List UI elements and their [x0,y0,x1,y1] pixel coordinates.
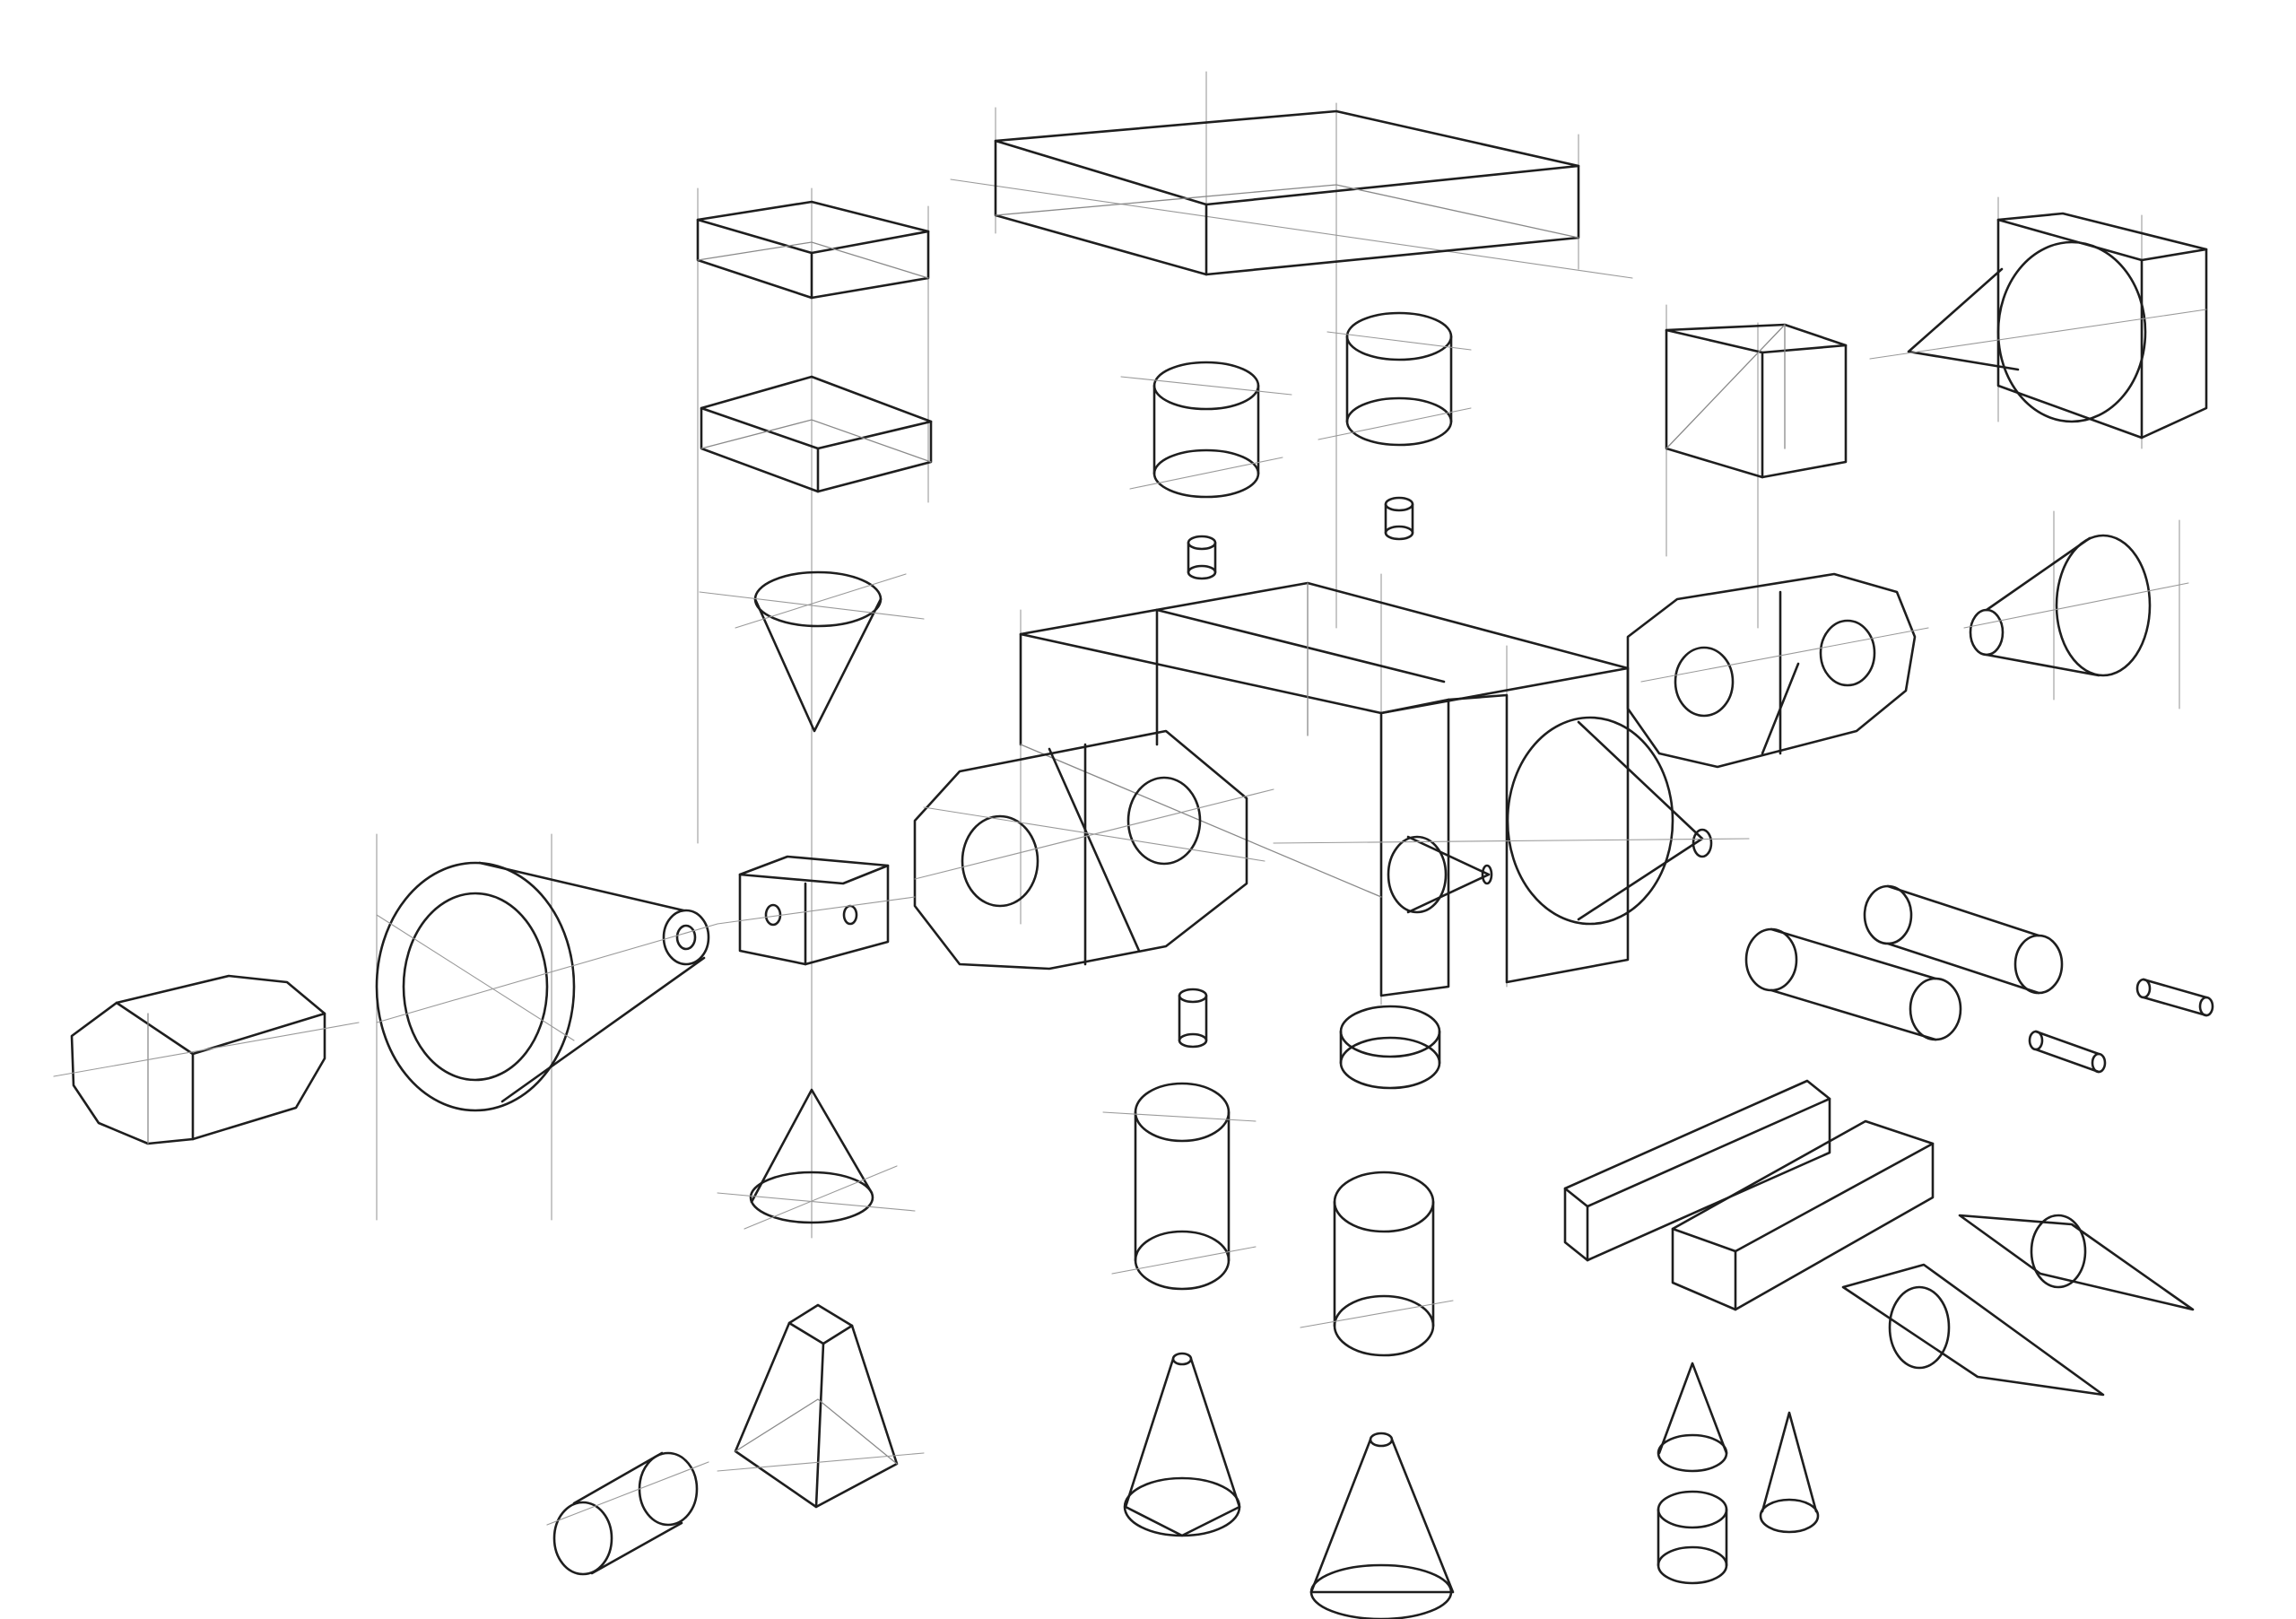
octagonal-prism-left [53,974,360,1145]
inverted-cone [699,570,925,733]
main-housing-block [1019,573,1750,1005]
frame-with-circle-upper-right [1869,196,2208,449]
peg-center [1178,988,1208,1049]
horizontal-cylinder-bottom-left [546,1451,709,1576]
tall-cone-bottom-right [1309,1432,1455,1619]
tall-cylinder-center [1102,1082,1257,1291]
octagonal-link-center [913,729,1274,971]
pins-far-right [2028,978,2214,1074]
long-bars-right [1563,1079,1935,1311]
pulley-with-belt-right [1963,510,2189,709]
diamond-disc-pair [1841,1214,2195,1397]
flat-box-middle [700,375,933,493]
twin-cylinders-right [1744,884,2064,1041]
upright-cone [717,1088,916,1230]
small-cube-with-holes [717,855,916,966]
cylinder-small-upper-left [1120,361,1292,499]
cylinder-small-upper-right [1318,311,1472,447]
short-disc-center [1339,1005,1441,1090]
flat-slab-large [950,71,1633,629]
octagonal-link-right [1626,572,1929,769]
peg-upper-right [1384,496,1414,541]
truncated-pyramid [717,1303,925,1509]
stacked-cones-and-cylinders [1657,1362,1820,1585]
pulley-with-belt-left [375,833,718,1221]
flat-box-top [696,187,930,1239]
peg-upper-left [1187,535,1217,580]
cylinder-right-of-center [1300,1171,1454,1357]
tall-cone-bottom [1123,1352,1241,1537]
cube-upper-right [1665,304,1848,629]
